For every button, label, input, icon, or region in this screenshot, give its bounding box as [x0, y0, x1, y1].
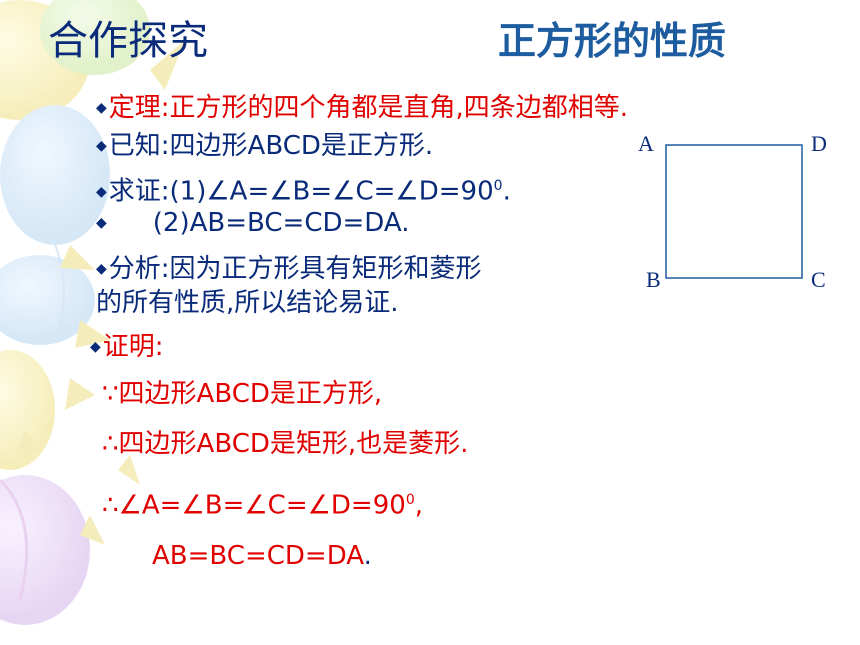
- proof-label-line: ◆证明:: [90, 331, 164, 363]
- vertex-label-c: C: [811, 267, 826, 292]
- analysis-line-2: 的所有性质,所以结论易证.: [96, 288, 399, 318]
- square-abcd: [665, 144, 803, 279]
- proof-step-3: ∴∠A=∠B=∠C=∠D=900,: [102, 484, 423, 522]
- given-line: ◆已知:四边形ABCD是正方形.: [96, 130, 433, 162]
- prove-line-2: ◆ (2)AB=BC=CD=DA.: [96, 207, 409, 239]
- bullet-icon: ◆: [96, 138, 107, 154]
- bullet-icon: ◆: [96, 261, 107, 277]
- bullet-icon: ◆: [90, 339, 101, 355]
- prove-text-2: (2)AB=BC=CD=DA.: [152, 208, 410, 238]
- bullet-icon: ◆: [96, 215, 107, 231]
- vertex-label-b: B: [646, 267, 661, 292]
- proof-step-2: ∴四边形ABCD是矩形,也是菱形.: [102, 429, 469, 459]
- section-title: 合作探究: [48, 18, 208, 64]
- prove-text-1-end: .: [502, 176, 511, 207]
- proof-step-4-end: .: [363, 541, 372, 571]
- theorem-text: 定理:正方形的四个角都是直角,四条边都相等.: [108, 93, 629, 123]
- degree-superscript: 0: [405, 492, 415, 508]
- topic-title: 正方形的性质: [498, 19, 727, 63]
- proof-step-3-end: ,: [414, 490, 423, 521]
- analysis-line-1: ◆分析:因为正方形具有矩形和菱形: [96, 253, 482, 285]
- given-text: 已知:四边形ABCD是正方形.: [108, 131, 434, 161]
- vertex-label-a: A: [638, 131, 654, 156]
- proof-step-4: AB=BC=CD=DA.: [152, 540, 372, 572]
- degree-superscript: 0: [493, 178, 503, 194]
- vertex-label-d: D: [811, 131, 827, 156]
- prove-line-1: ◆求证:(1)∠A=∠B=∠C=∠D=900.: [96, 170, 511, 208]
- bullet-icon: ◆: [96, 100, 107, 116]
- proof-step-3-text: ∴∠A=∠B=∠C=∠D=90: [102, 490, 406, 521]
- analysis-text-1: 分析:因为正方形具有矩形和菱形: [108, 254, 482, 284]
- prove-text-1: 求证:(1)∠A=∠B=∠C=∠D=90: [108, 176, 494, 207]
- proof-label: 证明:: [102, 332, 164, 362]
- proof-step-1: ∵四边形ABCD是正方形,: [102, 379, 383, 409]
- square-figure: [665, 144, 803, 279]
- theorem-line: ◆定理:正方形的四个角都是直角,四条边都相等.: [96, 92, 628, 124]
- bullet-icon: ◆: [96, 183, 107, 200]
- proof-step-4-text: AB=BC=CD=DA: [152, 541, 364, 571]
